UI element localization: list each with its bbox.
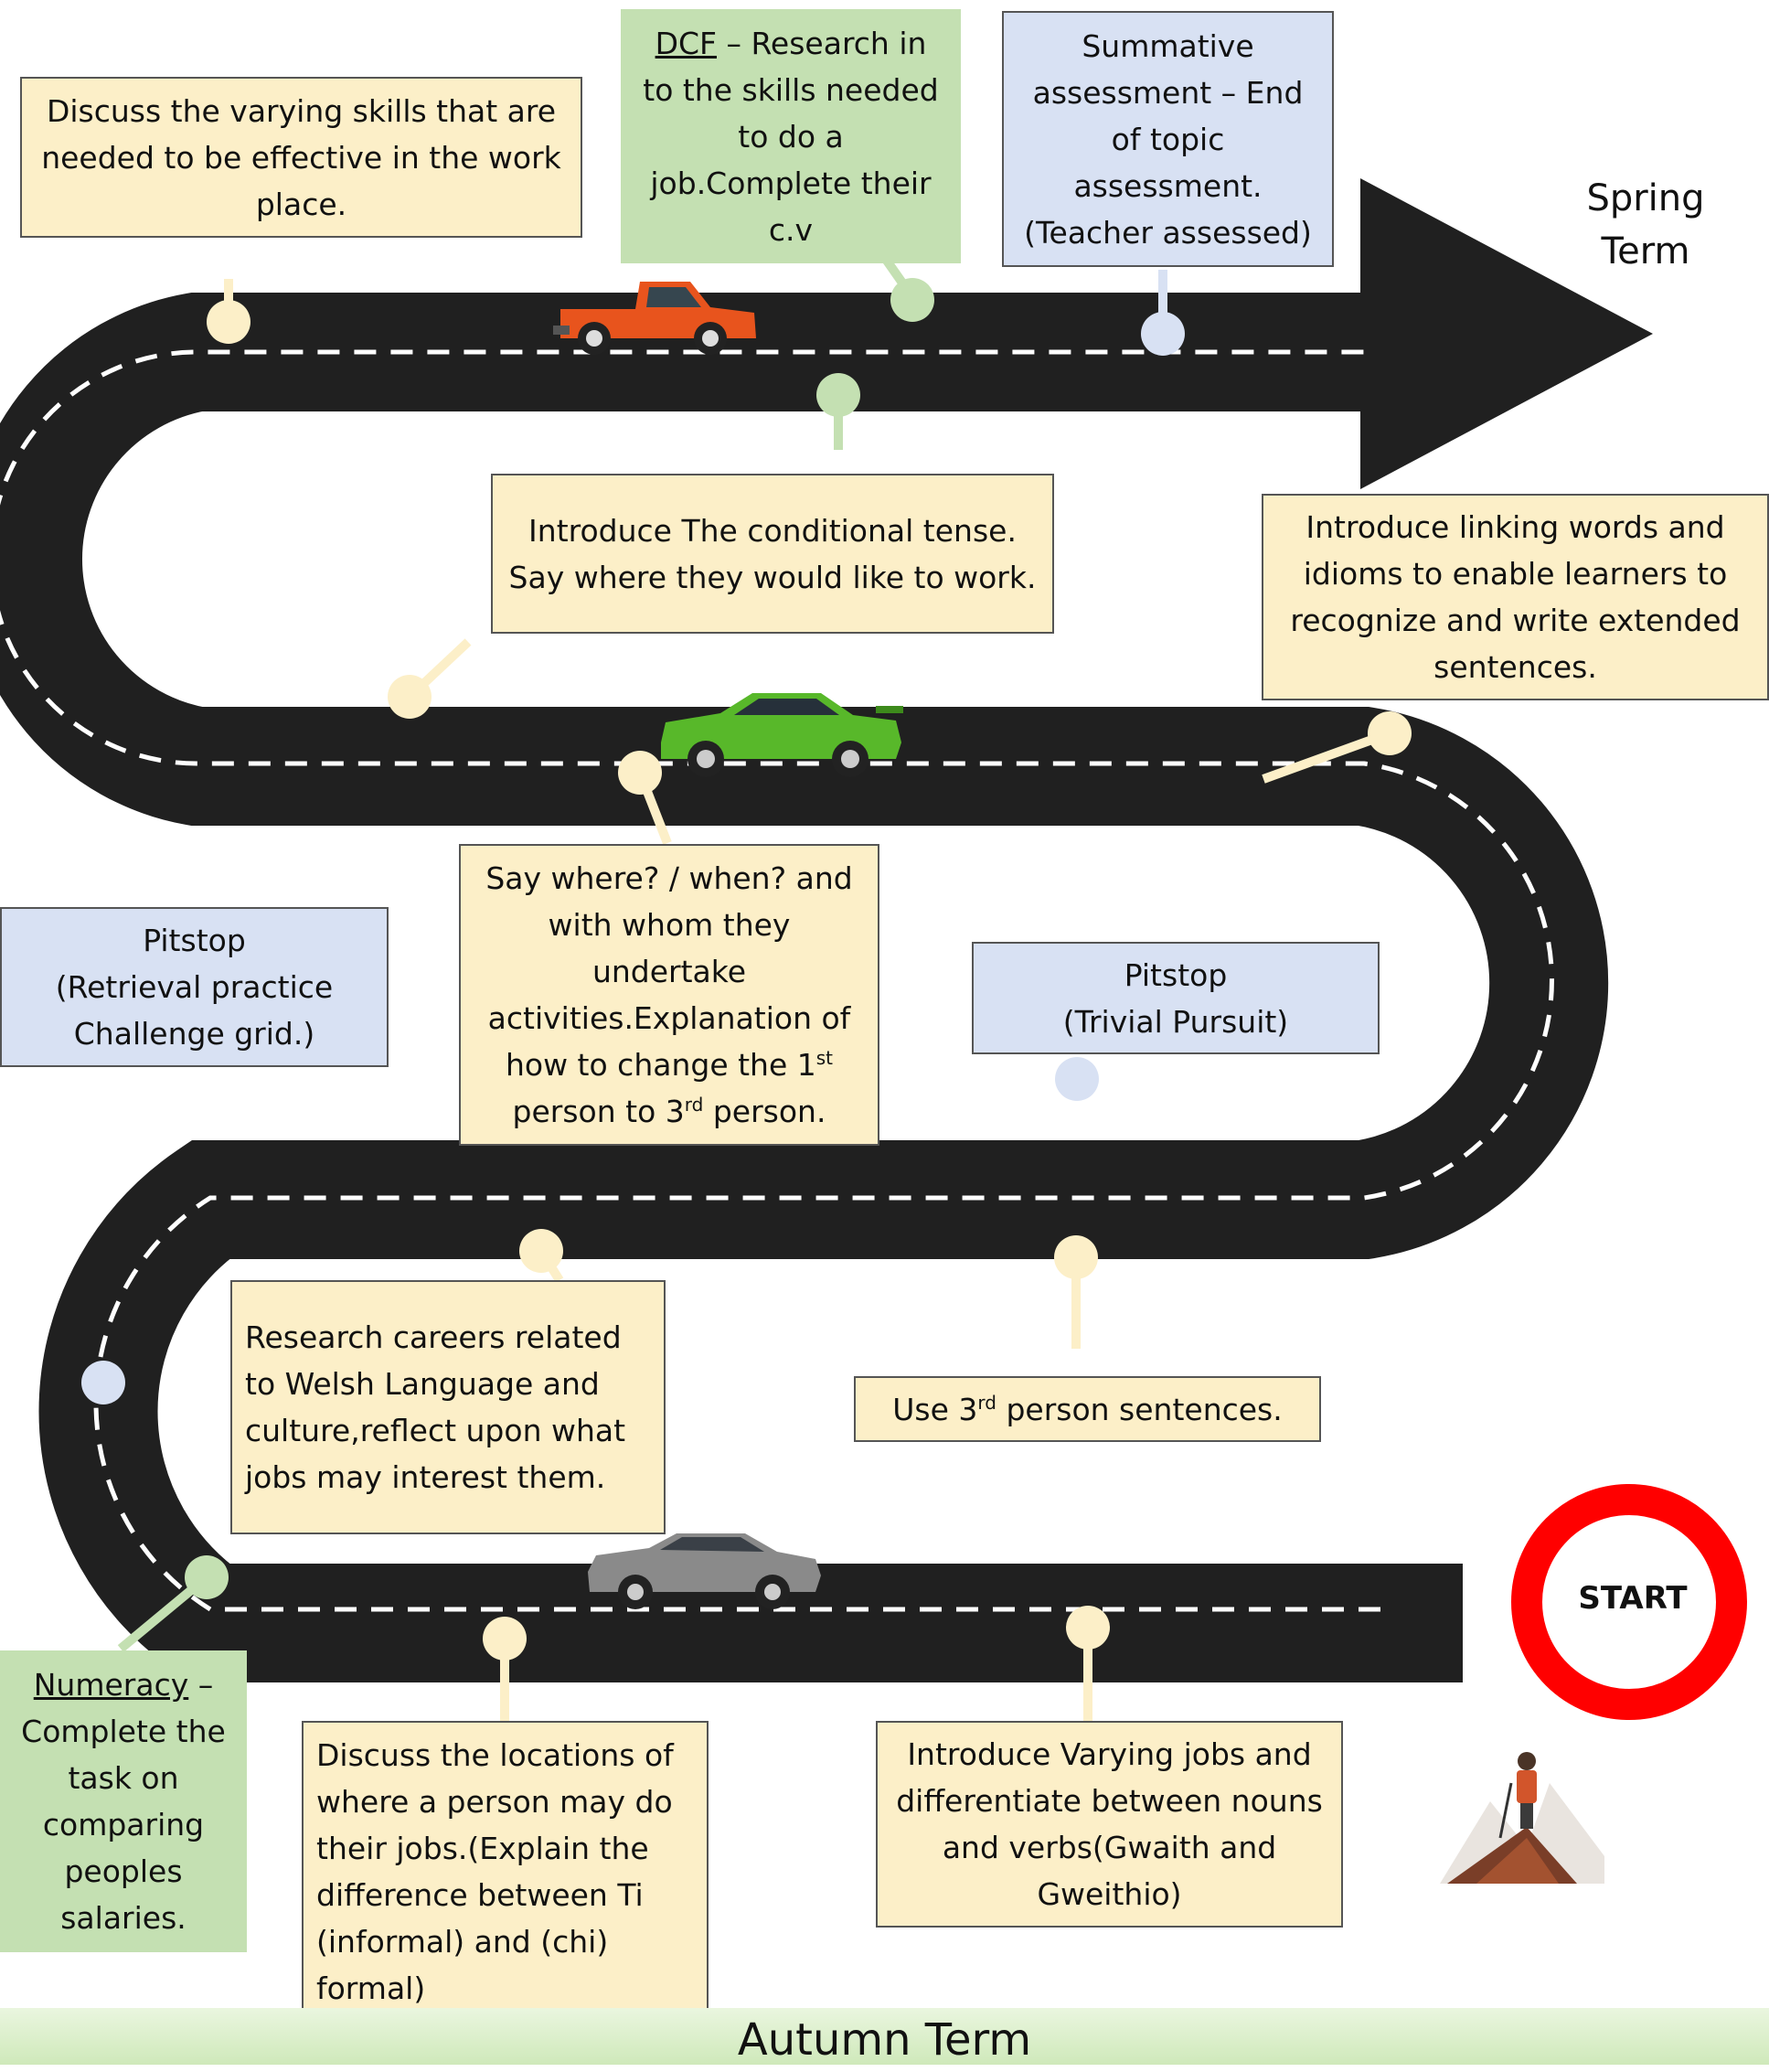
box-research-careers: Research careers related to Welsh Langua… [230, 1280, 666, 1534]
pin-research [519, 1229, 564, 1283]
pin-third-person [1054, 1235, 1098, 1349]
spring-term-label: Spring Term [1586, 177, 1705, 272]
numeracy-label: Numeracy [33, 1667, 189, 1703]
dcf-label: DCF [655, 25, 717, 61]
hiker-mountain-icon [1440, 1752, 1604, 1884]
pin-conditional [816, 373, 860, 450]
pin-pitstop-challenge [81, 1361, 125, 1404]
box-summative: Summative assessment – End of topic asse… [1002, 11, 1334, 267]
autumn-term-banner: Autumn Term [0, 2008, 1769, 2066]
start-ring [1511, 1484, 1747, 1720]
box-linking-words: Introduce linking words and idioms to en… [1262, 494, 1769, 700]
pin-where-when [618, 751, 672, 845]
box-dcf: DCF – Research in to the skills needed t… [621, 9, 961, 263]
box-pitstop-challenge: Pitstop (Retrieval practice Challenge gr… [0, 907, 389, 1067]
box-pitstop-trivial: Pitstop (Trivial Pursuit) [972, 942, 1380, 1054]
box-locations: Discuss the locations of where a person … [302, 1721, 709, 2023]
pin-summative [1141, 270, 1185, 356]
green-car-icon [661, 693, 903, 777]
box-third-person: Use 3rd person sentences. [854, 1376, 1321, 1442]
pin-varying-jobs [1066, 1606, 1110, 1721]
box-conditional-tense: Introduce The conditional tense. Say whe… [491, 474, 1054, 634]
pin-numeracy [117, 1555, 229, 1652]
pin-linking [1262, 711, 1412, 784]
pin-discuss-skills [207, 279, 250, 344]
pin-conditional-2 [388, 638, 472, 719]
pin-locations [483, 1617, 527, 1721]
box-varying-jobs: Introduce Varying jobs and differentiate… [876, 1721, 1343, 1928]
connector-pins [81, 258, 1412, 1721]
box-discuss-skills: Discuss the varying skills that are need… [20, 77, 582, 238]
road-center-dashes [0, 349, 1554, 1612]
pin-trivial [1055, 1057, 1099, 1101]
grey-car-icon [588, 1533, 821, 1609]
box-where-when: Say where? / when? and with whom they un… [459, 844, 879, 1146]
box-numeracy: Numeracy – Complete the task on comparin… [0, 1650, 247, 1952]
pin-dcf [882, 258, 934, 322]
truck-icon [553, 282, 756, 355]
road-arrow [1360, 178, 1653, 489]
start-label: START [1578, 1580, 1688, 1617]
